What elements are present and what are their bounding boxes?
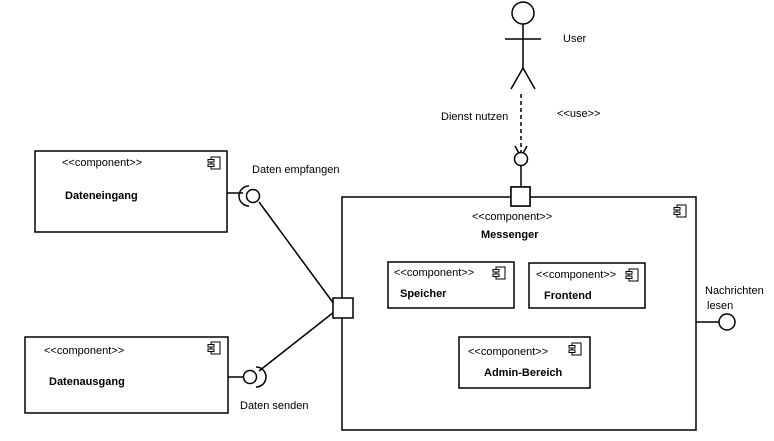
frontend-stereotype: <<component>> <box>536 269 616 281</box>
use-label: Dienst nutzen <box>441 111 508 123</box>
dateneingang-socket <box>238 185 250 207</box>
actor-name: User <box>563 33 587 45</box>
interface-label-read-2: lesen <box>707 300 733 312</box>
use-stereotype: <<use>> <box>557 108 600 120</box>
interface-label-send: Daten senden <box>240 400 309 412</box>
speicher-name: Speicher <box>400 288 447 300</box>
provided-interface-user <box>513 151 529 167</box>
speicher-stereotype: <<component>> <box>394 267 474 279</box>
messenger-top-port-overlay <box>510 186 531 207</box>
messenger-left-port <box>332 297 354 319</box>
datenausgang-name: Datenausgang <box>49 376 125 388</box>
component-icon <box>673 204 687 218</box>
datenausgang-ball <box>242 369 258 385</box>
user-actor <box>505 1 541 90</box>
messenger-stereotype: <<component>> <box>472 211 552 223</box>
actor-left-leg <box>510 67 524 90</box>
messenger-name: Messenger <box>481 229 539 241</box>
admin-component <box>458 336 591 389</box>
dateneingang-ball <box>245 188 261 204</box>
assembly-line-receive <box>258 201 335 305</box>
dateneingang-component <box>34 150 228 233</box>
datenausgang-component <box>24 336 229 414</box>
frontend-component <box>528 262 646 309</box>
actor-head <box>511 1 535 25</box>
actor-right-leg <box>522 67 536 90</box>
dateneingang-name: Dateneingang <box>65 190 138 202</box>
datenausgang-socket <box>255 366 267 388</box>
read-interface-ball <box>718 313 736 331</box>
interface-label-read-1: Nachrichten <box>705 285 764 297</box>
admin-name: Admin-Bereich <box>484 367 563 379</box>
assembly-line-send <box>258 311 335 372</box>
interface-label-receive: Daten empfangen <box>252 164 339 176</box>
dateneingang-stereotype: <<component>> <box>62 157 142 169</box>
datenausgang-stereotype: <<component>> <box>44 345 124 357</box>
frontend-name: Frontend <box>544 290 592 302</box>
admin-stereotype: <<component>> <box>468 346 548 358</box>
